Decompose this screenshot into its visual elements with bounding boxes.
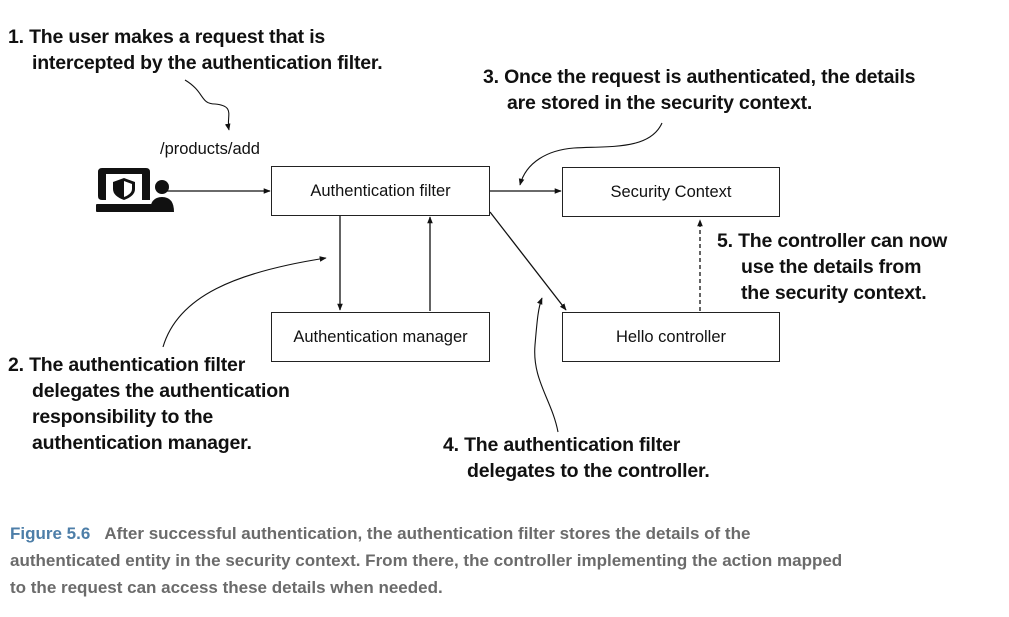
step1-line: intercepted by the authentication filter… [32,52,383,74]
step4-note: 4. The authentication filter delegates t… [443,432,710,484]
leader-step4 [534,297,559,433]
authentication-filter-box: Authentication filter [271,166,490,216]
step3-note: 3. Once the request is authenticated, th… [483,64,916,116]
caption-line: to the request can access these details … [10,578,443,597]
authentication-manager-box: Authentication manager [271,312,490,362]
step2-line: 2. The authentication filter [8,354,246,376]
step4-line: delegates to the controller. [467,460,710,482]
step5-line: the security context. [741,282,927,304]
step2-note: 2. The authentication filter delegates t… [8,352,290,456]
step1-line: 1. The user makes a request that is [8,26,326,48]
step5-line: use the details from [741,256,922,278]
step3-line: 3. Once the request is authenticated, th… [483,66,916,88]
step2-line: authentication manager. [32,432,252,454]
caption-line: Figure 5.6 After successful authenticatio… [10,520,1000,547]
caption-text: After successful authentication, the aut… [104,524,751,543]
step4-line: 4. The authentication filter [443,434,681,456]
step1-note: 1. The user makes a request that is inte… [8,24,383,76]
step5-note: 5. The controller can now use the detail… [717,228,947,306]
arrow-filter-to-controller [489,211,567,311]
figure-number: Figure 5.6 [10,524,91,543]
leader-step2 [162,256,327,348]
leader-step1 [184,79,231,131]
request-path-label: /products/add [160,140,260,158]
security-context-box: Security Context [562,167,780,217]
caption-line: authenticated entity in the security con… [10,551,843,570]
figure-caption: Figure 5.6 After successful authenticatio… [10,520,1000,601]
leader-step3 [518,122,663,186]
step2-line: delegates the authentication [32,380,290,402]
step2-line: responsibility to the [32,406,214,428]
hello-controller-box: Hello controller [562,312,780,362]
step5-line: 5. The controller can now [717,230,948,252]
laptop-user-shield-icon [96,166,176,223]
step3-line: are stored in the security context. [507,92,813,114]
